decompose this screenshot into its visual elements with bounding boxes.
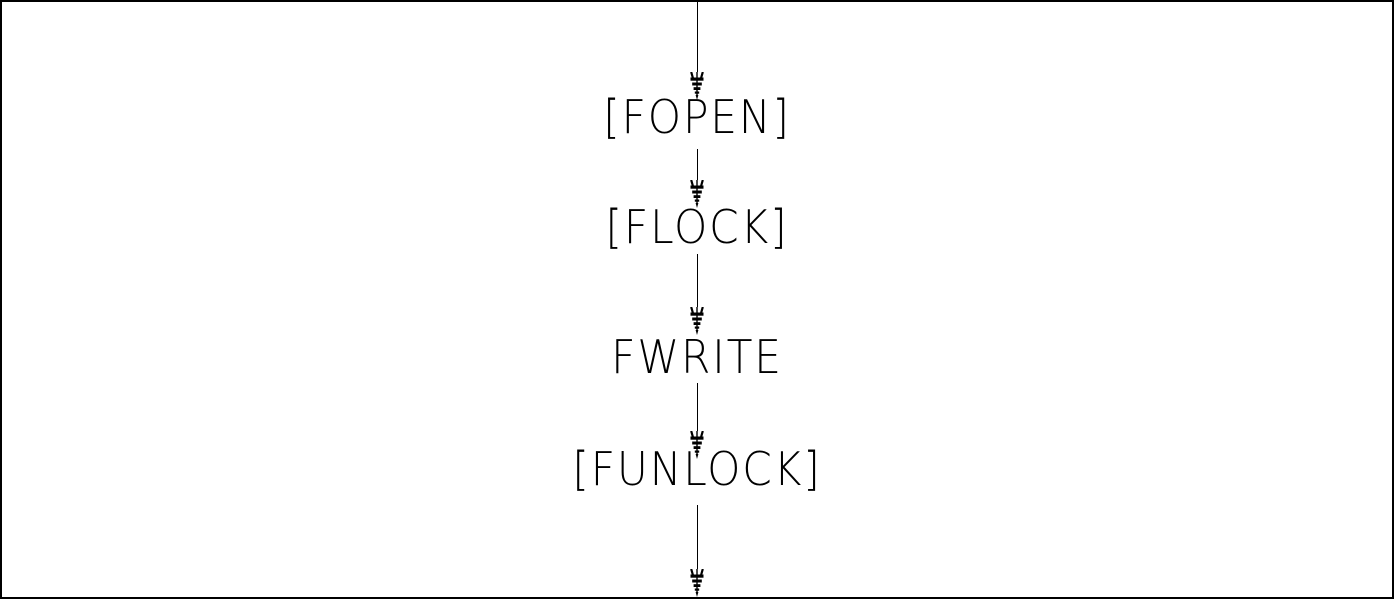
arrow-shaft bbox=[696, 254, 698, 307]
node-fopen: [FOPEN] bbox=[603, 90, 791, 144]
flow-arrow-out-of-funlock bbox=[2, 505, 1392, 597]
flow-arrow-fopen-to-flock bbox=[2, 149, 1392, 208]
arrow-shaft bbox=[696, 505, 698, 569]
node-fwrite: FWRITE bbox=[611, 330, 783, 384]
flow-arrow-flock-to-fwrite bbox=[2, 254, 1392, 335]
node-funlock: [FUNLOCK] bbox=[572, 442, 822, 496]
arrow-shaft bbox=[696, 2, 698, 72]
arrow-shaft bbox=[696, 149, 698, 180]
arrow-shaft bbox=[696, 383, 698, 431]
node-flock: [FLOCK] bbox=[605, 200, 789, 254]
arrowhead-icon bbox=[689, 569, 705, 597]
flow-arrow-into-fopen bbox=[2, 2, 1392, 100]
flow-arrow-fwrite-to-funlock bbox=[2, 383, 1392, 459]
